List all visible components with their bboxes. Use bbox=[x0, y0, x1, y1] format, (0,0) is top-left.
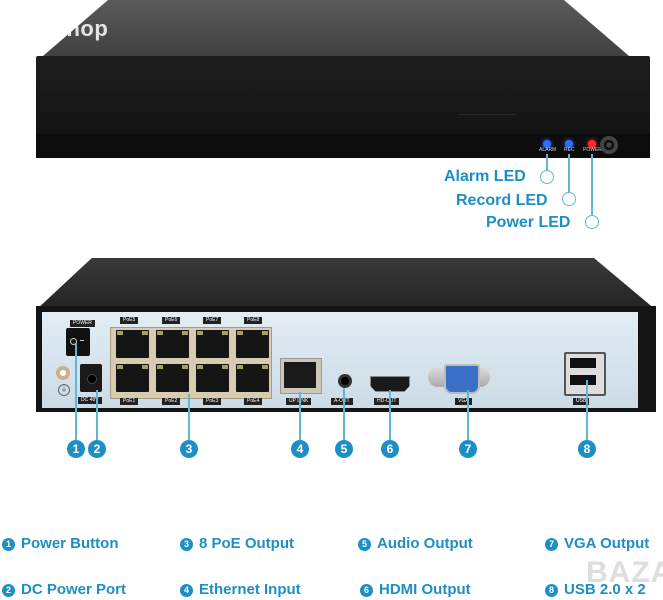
speaker-grille bbox=[600, 136, 618, 154]
poe4-label: PoE4 bbox=[244, 398, 263, 405]
usb-port-top[interactable] bbox=[570, 358, 596, 368]
bazar-watermark: BAZAR bbox=[586, 556, 663, 589]
legend-number: 2 bbox=[2, 584, 15, 597]
poe3-port[interactable] bbox=[196, 364, 229, 392]
poe7-label: PoE7 bbox=[203, 317, 222, 324]
marker-8: 8 bbox=[578, 440, 596, 458]
marker-6: 6 bbox=[381, 440, 399, 458]
marker-line-3 bbox=[188, 394, 190, 440]
rec-led-label: REC bbox=[564, 147, 575, 153]
vga-label: VGA bbox=[455, 398, 472, 405]
legend-text: HDMI Output bbox=[379, 581, 471, 598]
uplink-port[interactable] bbox=[284, 362, 316, 388]
poe1-label: PoE1 bbox=[120, 398, 139, 405]
marker-3: 3 bbox=[180, 440, 198, 458]
alarm-led-label: ALARM bbox=[539, 147, 557, 153]
power-callout-ring bbox=[585, 215, 599, 229]
poe7-port[interactable] bbox=[196, 330, 229, 358]
legend-number: 3 bbox=[180, 538, 193, 551]
marker-4: 4 bbox=[291, 440, 309, 458]
poe5-label: PoE5 bbox=[120, 317, 139, 324]
legend-item-ethernet-input: 4 Ethernet Input bbox=[180, 581, 301, 598]
legend-number: 5 bbox=[358, 538, 371, 551]
legend-item-dc-power-port: 2 DC Power Port bbox=[2, 581, 126, 598]
dc-jack-hole bbox=[87, 374, 97, 384]
record-led-callout: Record LED bbox=[456, 192, 548, 209]
usb-port-bottom[interactable] bbox=[570, 375, 596, 385]
legend-item-hdmi-output: 6 HDMI Output bbox=[360, 581, 471, 598]
marker-line-8 bbox=[586, 380, 588, 440]
legend-number: 8 bbox=[545, 584, 558, 597]
usb-label: USB bbox=[573, 398, 590, 405]
marker-2: 2 bbox=[88, 440, 106, 458]
power-switch-on-icon bbox=[80, 340, 84, 341]
poe8-port[interactable] bbox=[236, 330, 269, 358]
vga-port[interactable] bbox=[444, 364, 480, 394]
record-callout-line bbox=[568, 154, 570, 192]
nvr-rear-top-cover bbox=[36, 258, 656, 310]
hdout-label: HD-OUT bbox=[374, 398, 400, 405]
marker-line-4 bbox=[299, 392, 301, 440]
legend-text: Audio Output bbox=[377, 535, 473, 552]
power-switch-off-icon bbox=[70, 338, 77, 345]
marker-line-1 bbox=[75, 343, 77, 440]
uplink-label: UP LINK bbox=[286, 398, 312, 405]
legend-number: 7 bbox=[545, 538, 558, 551]
power-led bbox=[588, 140, 596, 148]
legend-text: VGA Output bbox=[564, 535, 650, 552]
legend-text: Power Button bbox=[21, 535, 119, 552]
poe5-port[interactable] bbox=[116, 330, 149, 358]
power-led-callout: Power LED bbox=[486, 214, 571, 231]
ground-symbol-icon: ⏚ bbox=[58, 384, 70, 396]
legend-text: USB 2.0 x 2 bbox=[564, 581, 646, 598]
power-led-label: POWER bbox=[583, 147, 602, 153]
dc-port-label: DC 48V bbox=[78, 397, 102, 404]
legend-text: 8 PoE Output bbox=[199, 535, 294, 552]
alarm-callout-line bbox=[546, 154, 548, 170]
poe1-port[interactable] bbox=[116, 364, 149, 392]
legend-item-usb: 8 USB 2.0 x 2 bbox=[545, 581, 646, 598]
marker-1: 1 bbox=[67, 440, 85, 458]
alarm-led-callout: Alarm LED bbox=[444, 168, 526, 185]
power-switch-label: POWER bbox=[70, 320, 95, 327]
alarm-callout-ring bbox=[540, 170, 554, 184]
poe6-port[interactable] bbox=[156, 330, 189, 358]
poe3-label: PoE3 bbox=[203, 398, 222, 405]
power-callout-line bbox=[591, 154, 593, 215]
alarm-led bbox=[543, 140, 551, 148]
legend-number: 4 bbox=[180, 584, 193, 597]
marker-line-7 bbox=[467, 390, 469, 440]
poe2-label: PoE2 bbox=[162, 398, 181, 405]
audio-out-jack[interactable] bbox=[338, 374, 352, 388]
front-bevel bbox=[458, 114, 516, 135]
marker-7: 7 bbox=[459, 440, 477, 458]
record-callout-ring bbox=[562, 192, 576, 206]
legend-item-vga-output: 7 VGA Output bbox=[545, 535, 649, 552]
marker-line-2 bbox=[96, 390, 98, 440]
legend-text: DC Power Port bbox=[21, 581, 127, 598]
marker-5: 5 bbox=[335, 440, 353, 458]
poe2-port[interactable] bbox=[156, 364, 189, 392]
legend-number: 6 bbox=[360, 584, 373, 597]
topshop-watermark: topshop bbox=[18, 16, 109, 41]
legend-item-poe-output: 3 8 PoE Output bbox=[180, 535, 294, 552]
legend-text: Ethernet Input bbox=[199, 581, 301, 598]
poe4-port[interactable] bbox=[236, 364, 269, 392]
marker-line-5 bbox=[343, 388, 345, 440]
poe6-label: PoE6 bbox=[162, 317, 181, 324]
nvr-front-top-cover bbox=[36, 0, 636, 62]
poe8-label: PoE8 bbox=[244, 317, 263, 324]
legend-item-power-button: 1 Power Button bbox=[2, 535, 119, 552]
aout-label: A-OUT bbox=[331, 398, 353, 405]
legend-item-audio-output: 5 Audio Output bbox=[358, 535, 473, 552]
nvr-front-bottom-edge bbox=[36, 134, 650, 158]
marker-line-6 bbox=[389, 390, 391, 440]
ground-screw-icon bbox=[56, 366, 70, 380]
legend-number: 1 bbox=[2, 538, 15, 551]
rec-led bbox=[565, 140, 573, 148]
